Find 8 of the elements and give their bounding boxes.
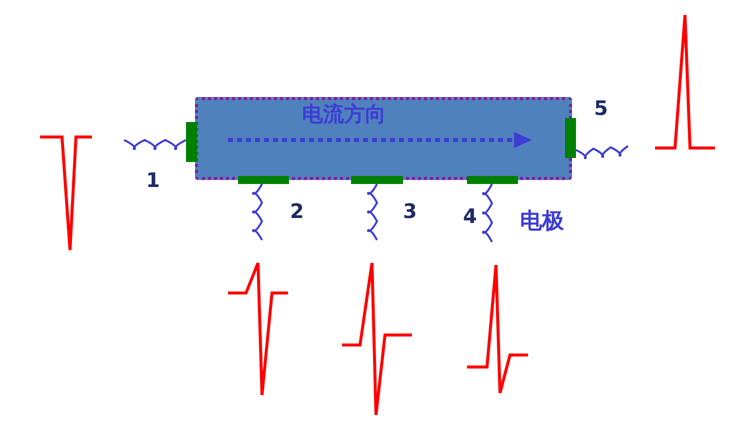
strip-heading: 电流方向 bbox=[302, 102, 386, 128]
tissue-strip bbox=[195, 97, 572, 180]
electrode-number: 2 bbox=[290, 201, 304, 221]
electrode-number: 3 bbox=[403, 201, 417, 221]
electrode-number: 1 bbox=[146, 170, 160, 190]
electrode-label: 电极 bbox=[520, 211, 564, 233]
electrode-number: 4 bbox=[463, 206, 477, 226]
electrode-number: 5 bbox=[594, 98, 608, 118]
